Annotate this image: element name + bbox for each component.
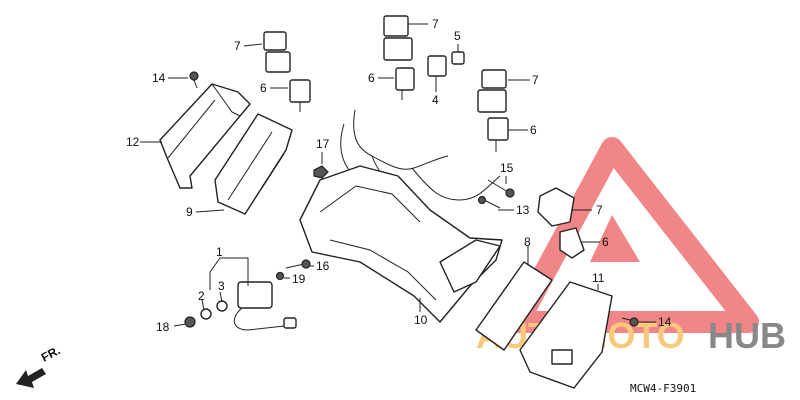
callout-3: 3 (218, 279, 225, 293)
relay-set-top-left (263, 31, 311, 112)
callout-18: 18 (156, 320, 170, 334)
callout-2: 2 (198, 289, 205, 303)
relay-set-right (537, 187, 585, 259)
callout-10: 10 (414, 313, 428, 327)
callout-1: 1 (216, 245, 223, 259)
bolt-part-14-left (189, 71, 199, 89)
callout-19: 19 (292, 272, 306, 286)
callout-6-c: 6 (530, 123, 537, 137)
callout-8: 8 (524, 235, 531, 249)
relay-set-top-right (477, 69, 509, 152)
callout-7-d: 7 (596, 203, 603, 217)
callout-7-c: 7 (532, 73, 539, 87)
callout-16: 16 (316, 259, 330, 273)
callout-11: 11 (592, 271, 605, 285)
callout-5: 5 (454, 29, 461, 43)
leader-lines (140, 23, 656, 327)
cover-part-8 (475, 261, 553, 351)
callout-13: 13 (516, 203, 530, 217)
nut-part-17 (313, 165, 329, 179)
control-unit-part-9 (214, 113, 293, 215)
relay-set-top-center (383, 15, 465, 100)
direction-label: FR. (39, 343, 63, 364)
bolt-part-13 (477, 195, 501, 209)
callout-4: 4 (432, 93, 439, 107)
watermark-triangle (507, 137, 759, 333)
callout-17: 17 (316, 137, 330, 151)
callout-7-a: 7 (234, 39, 241, 53)
callout-14-left: 14 (152, 71, 166, 85)
fuse-box-part-11 (519, 281, 613, 389)
bolt-part-16 (285, 259, 311, 269)
callout-6-a: 6 (260, 81, 267, 95)
callout-7-b: 7 (432, 17, 439, 31)
callout-12: 12 (126, 135, 140, 149)
relay-assembly-part-1 (233, 281, 297, 331)
diagram-code: MCW4-F3901 (630, 382, 696, 395)
callout-6-b: 6 (368, 71, 375, 85)
callout-6-d: 6 (602, 235, 609, 249)
callout-labels: 14 12 9 7 6 7 5 6 4 7 6 17 15 13 7 8 6 1… (126, 17, 672, 334)
bolt-part-15 (487, 179, 515, 198)
main-frame-part-10 (299, 165, 503, 323)
front-direction-indicator: FR. (16, 343, 62, 388)
callout-9: 9 (186, 205, 193, 219)
callout-15: 15 (500, 161, 514, 175)
front-arrow-icon (16, 368, 46, 388)
callout-14-right: 14 (658, 315, 672, 329)
watermark-word-hub: HUB (708, 315, 786, 356)
bracket-part-12 (159, 83, 251, 189)
